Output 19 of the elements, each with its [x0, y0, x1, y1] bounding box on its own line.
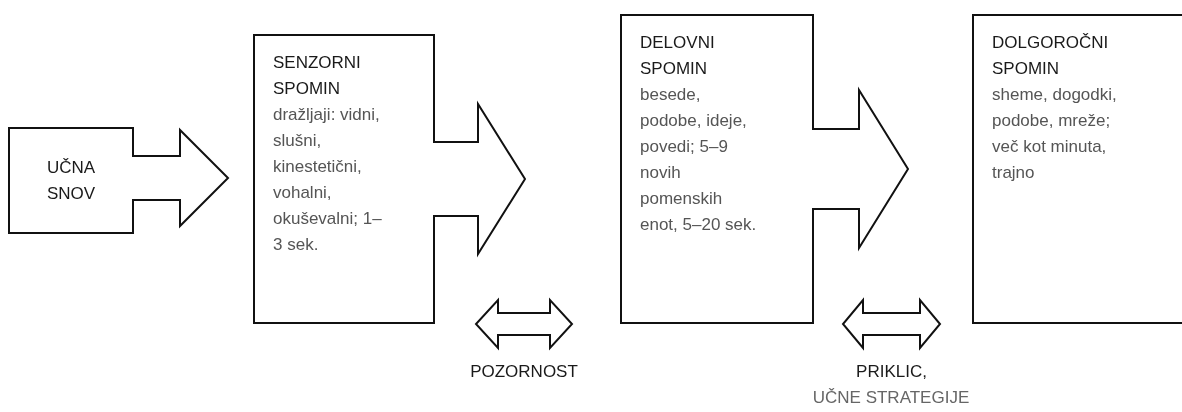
box-heading: UČNA SNOV	[45, 156, 97, 205]
edge-label-note: UČNE STRATEGIJE	[812, 387, 970, 409]
memory-box	[972, 14, 1182, 324]
memory-box	[620, 14, 814, 324]
edge-label: POZORNOST	[470, 361, 578, 383]
block-arrow	[811, 86, 910, 252]
memory-box	[253, 34, 435, 324]
block-arrow	[131, 127, 230, 229]
box-description: sheme, dogodki, podobe, mreže; več kot minuta, trajno	[992, 84, 1118, 184]
box-description: besede, podobe, ideje, povedi; 5–9 novih pomenskih enot, 5–20 sek.	[640, 84, 758, 236]
box-heading: DOLGOROČNI SPOMIN	[992, 32, 1110, 80]
edge-label: PRIKLIC,	[856, 361, 927, 383]
double-arrow	[841, 297, 942, 351]
double-arrow	[474, 297, 574, 351]
box-description: dražljaji: vidni, slušni, kinestetični, vohalni, okuševalni; 1–3 sek.	[273, 104, 383, 256]
memory-box	[8, 127, 134, 234]
box-heading: DELOVNI SPOMIN	[640, 32, 716, 80]
block-arrow	[432, 100, 527, 258]
box-heading: SENZORNI SPOMIN	[273, 52, 362, 100]
